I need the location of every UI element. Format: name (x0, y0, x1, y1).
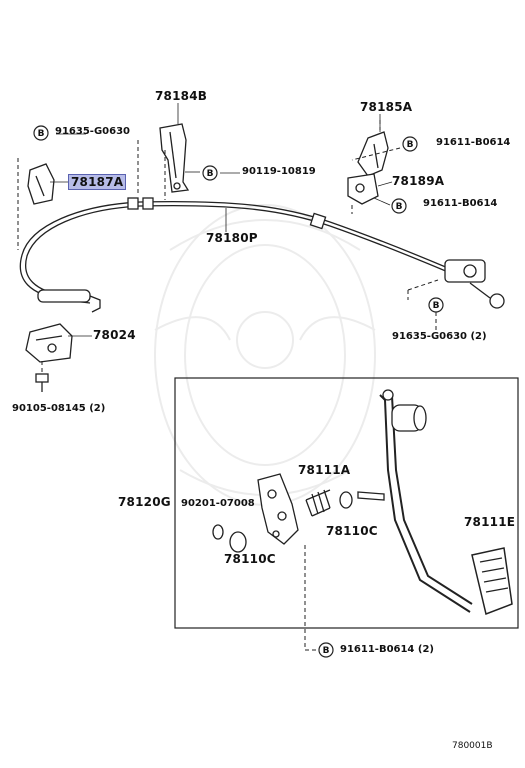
label-91611-B0614-a[interactable]: 91611-B0614 (436, 137, 511, 148)
bracket-78187A (27, 163, 55, 205)
bracket-78184B (159, 123, 190, 193)
label-90201-07008[interactable]: 90201-07008 (181, 498, 255, 509)
bolt-marker-2: B (207, 169, 214, 179)
bushing-78110C-right (339, 491, 385, 509)
clip-78189A (347, 173, 379, 205)
pedal-pad (471, 547, 513, 616)
bracket-78024 (25, 323, 73, 363)
pivot-bracket-78120G (257, 473, 299, 545)
label-78185A[interactable]: 78185A (360, 100, 413, 114)
bolt-callouts (33, 125, 444, 658)
label-78110C-right[interactable]: 78110C (326, 524, 378, 538)
label-78111E[interactable]: 78111E (464, 515, 516, 529)
bolt-90105-08145 (35, 373, 49, 392)
bolt-marker-4: B (396, 202, 403, 212)
spring-78111A (305, 489, 331, 517)
bolt-marker-1: B (38, 129, 45, 139)
figure-id: 780001B (452, 741, 493, 751)
label-78120G[interactable]: 78120G (118, 495, 171, 509)
label-78180P[interactable]: 78180P (206, 231, 258, 245)
cable-loop (19, 201, 141, 304)
label-91635-G0630-top[interactable]: 91635-G0630 (55, 126, 130, 137)
label-91611-B0614-2[interactable]: 91611-B0614 (2) (340, 644, 434, 655)
bushing-78110C-left (212, 524, 247, 553)
label-91611-B0614-b[interactable]: 91611-B0614 (423, 198, 498, 209)
label-90119-10819[interactable]: 90119-10819 (242, 166, 316, 177)
bolt-marker-6: B (323, 646, 330, 656)
bracket-78185A (357, 131, 389, 177)
bolt-marker-3: B (407, 140, 414, 150)
label-78184B[interactable]: 78184B (155, 89, 208, 103)
label-91635-G0630-2[interactable]: 91635-G0630 (2) (392, 331, 487, 342)
cable-end-fitting (444, 259, 505, 309)
cable-78180P (139, 200, 449, 269)
label-78189A[interactable]: 78189A (392, 174, 445, 188)
label-90105-08145-2[interactable]: 90105-08145 (2) (12, 403, 106, 414)
label-78111A[interactable]: 78111A (298, 463, 351, 477)
pedal-arm-78111E (379, 389, 473, 613)
watermark-emblem (154, 204, 376, 506)
label-78110C-left[interactable]: 78110C (224, 552, 276, 566)
pedal-assembly-box (174, 377, 519, 629)
bolt-marker-5: B (433, 301, 440, 311)
label-78187A-highlighted[interactable]: 78187A (68, 174, 127, 190)
label-78024[interactable]: 78024 (93, 328, 136, 342)
